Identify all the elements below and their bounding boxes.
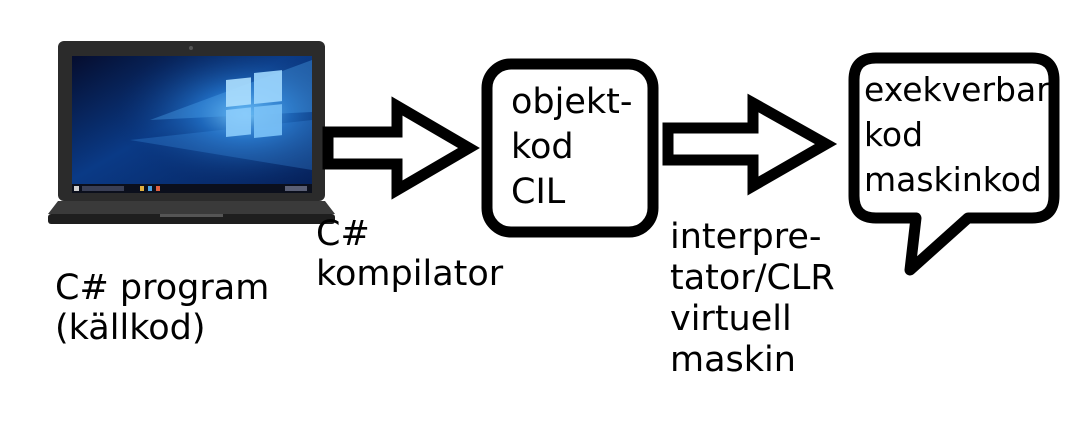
laptop-icon: [48, 41, 335, 224]
object-code-line-3: CIL: [511, 172, 566, 212]
runtime-line-1: interpre-: [670, 217, 822, 257]
compile-arrow: [322, 96, 480, 200]
source-program-label: C# program (källkod): [55, 268, 269, 348]
object-code-label: objekt- kod CIL: [511, 80, 633, 215]
interpret-arrow: [662, 93, 838, 196]
compiler-label: C# kompilator: [316, 214, 503, 294]
runtime-label: interpre- tator/CLR virtuell maskin: [670, 217, 835, 381]
source-label-line-2: (källkod): [55, 308, 206, 348]
executable-line-3: maskinkod: [864, 160, 1042, 199]
executable-speech-bubble: [848, 52, 1060, 276]
runtime-line-3: virtuell: [670, 299, 792, 339]
runtime-line-4: maskin: [670, 340, 796, 380]
source-label-line-1: C# program: [55, 268, 270, 308]
compiler-label-line-1: C#: [316, 214, 370, 254]
executable-code-label: exekverbar kod maskinkod: [864, 67, 1050, 202]
executable-line-1: exekverbar: [864, 70, 1050, 109]
compiler-label-line-2: kompilator: [316, 254, 504, 294]
object-code-box: [481, 58, 659, 238]
executable-line-2: kod: [864, 115, 924, 154]
object-code-line-2: kod: [511, 127, 574, 167]
runtime-line-2: tator/CLR: [670, 258, 835, 298]
object-code-line-1: objekt-: [511, 82, 633, 122]
